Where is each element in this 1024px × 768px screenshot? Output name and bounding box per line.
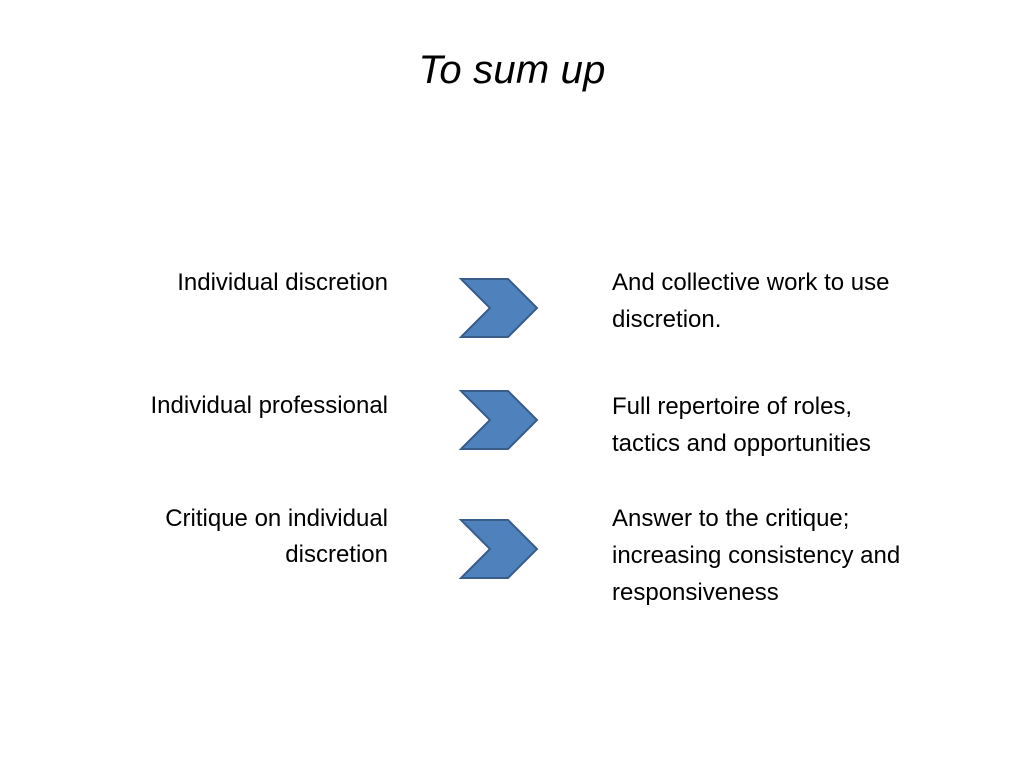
row-1-right-line-1: And collective work to use	[612, 269, 890, 296]
row-3-chevron-arrow-icon	[458, 518, 540, 580]
row-2-chevron-arrow-icon	[458, 389, 540, 451]
row-1-left-text: Individual discretion	[68, 265, 388, 301]
row-2-right-line-2: tactics and opportunities	[612, 430, 871, 457]
row-3-right-line-1: Answer to the critique;	[612, 505, 850, 532]
row-1-chevron-arrow-icon	[458, 277, 540, 339]
row-1-right-text: And collective work to use discretion.	[612, 264, 992, 338]
row-3-right-line-2: increasing consistency and	[612, 542, 901, 569]
row-3-left-line-2: discretion	[285, 541, 388, 568]
slide-title: To sum up	[418, 48, 606, 92]
row-2-right-line-1: Full repertoire of roles,	[612, 393, 853, 420]
row-3-right-line-3: responsiveness	[612, 579, 779, 606]
row-3-right-text: Answer to the critique; increasing consi…	[612, 500, 992, 611]
row-1-left-line: Individual discretion	[177, 269, 388, 296]
row-3-left-text: Critique on individual discretion	[68, 501, 388, 573]
row-2-left-line: Individual professional	[150, 392, 388, 419]
row-2-right-text: Full repertoire of roles, tactics and op…	[612, 388, 992, 462]
row-2-left-text: Individual professional	[68, 388, 388, 424]
row-3-left-line-1: Critique on individual	[165, 505, 388, 532]
row-1-right-line-2: discretion.	[612, 306, 722, 333]
